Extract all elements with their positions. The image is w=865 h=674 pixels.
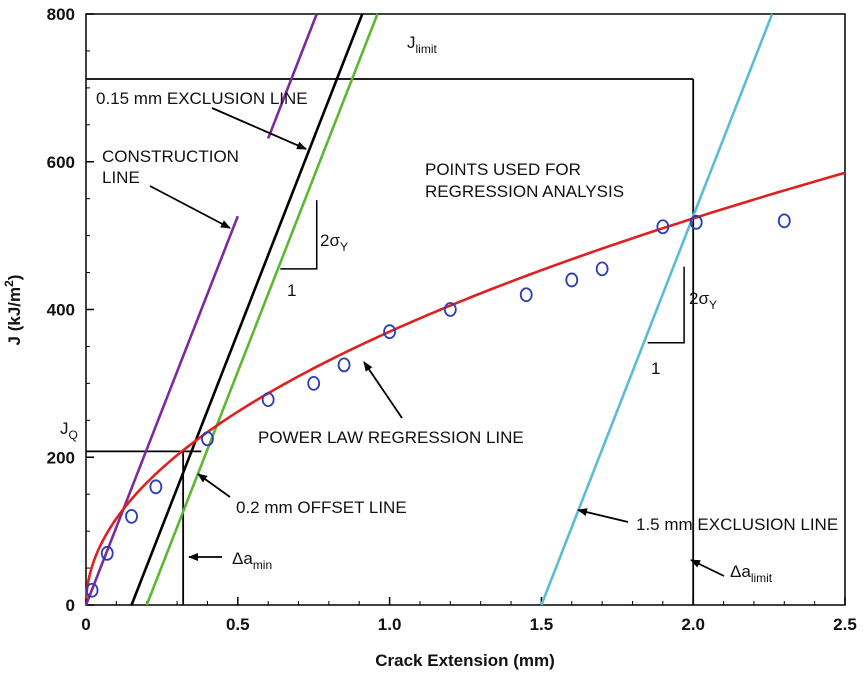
data-point xyxy=(519,287,533,303)
data-point xyxy=(149,479,163,495)
delta-a-limit-sub: limit xyxy=(751,571,773,585)
data-point xyxy=(689,214,703,230)
sigma-sub-right: Y xyxy=(709,298,717,312)
j-limit-sub: limit xyxy=(416,42,438,56)
regression-curve xyxy=(84,171,846,599)
data-point xyxy=(656,219,670,235)
arrow-power-law xyxy=(363,361,403,419)
data-point xyxy=(595,261,609,277)
j-limit-main: J xyxy=(407,33,416,52)
sigma-sub-left: Y xyxy=(340,240,348,254)
data-point xyxy=(100,545,114,561)
y-axis-title-main: J (kJ/m xyxy=(5,287,24,346)
data-points xyxy=(85,213,791,598)
two-sigma-main-left: 2σ xyxy=(320,231,340,250)
exclusion-15-label: 1.5 mm EXCLUSION LINE xyxy=(636,515,838,534)
data-point xyxy=(125,508,138,524)
two-sigma-main-right: 2σ xyxy=(689,289,709,308)
delta-a-limit-label: Δalimit xyxy=(730,562,773,585)
x-tick-label: 1.0 xyxy=(378,615,402,634)
data-point xyxy=(777,213,791,229)
arrow-delta-a-limit xyxy=(690,559,725,577)
one-label-right: 1 xyxy=(651,359,660,378)
line-exclusion-015 xyxy=(130,13,364,606)
y-tick-label: 200 xyxy=(47,448,75,467)
jq-main: J xyxy=(60,419,69,438)
arrow-exclusion-015 xyxy=(211,107,307,150)
line-construction xyxy=(266,13,318,139)
two-sigma-label-left: 2σY xyxy=(320,231,348,254)
jq-sub: Q xyxy=(69,428,78,442)
slope-triangle xyxy=(647,266,685,344)
delta-a-min-main: Δa xyxy=(232,549,253,568)
data-point xyxy=(337,357,351,373)
x-tick-label: 1.5 xyxy=(530,615,554,634)
blunting-lines xyxy=(84,13,774,606)
annotation-arrows xyxy=(149,107,725,577)
exclusion-015-label: 0.15 mm EXCLUSION LINE xyxy=(96,89,308,108)
delta-a-min-label: Δamin xyxy=(232,549,272,572)
data-point xyxy=(261,392,275,408)
tick-labels: 0 0.5 1.0 1.5 2.0 2.5 0 200 400 600 800 xyxy=(47,5,857,634)
power-law-curve xyxy=(84,171,846,599)
x-tick-label: 2.5 xyxy=(833,615,857,634)
data-point xyxy=(85,582,99,598)
j-limit-label: Jlimit xyxy=(407,33,437,56)
y-axis-title: J (kJ/m2) xyxy=(2,275,24,346)
line-construction xyxy=(84,215,240,606)
construction-label-line2: LINE xyxy=(102,168,140,187)
arrow-construction xyxy=(149,185,231,229)
y-tick-label: 0 xyxy=(66,596,75,615)
arrow-exclusion-15 xyxy=(577,508,629,523)
data-point xyxy=(307,375,321,391)
x-tick-label: 0.5 xyxy=(226,615,250,634)
points-used-label-line2: REGRESSION ANALYSIS xyxy=(425,182,624,201)
y-axis-title-sup: 2 xyxy=(2,280,16,287)
x-tick-label: 2.0 xyxy=(681,615,705,634)
two-sigma-label-right: 2σY xyxy=(689,289,717,312)
delta-a-limit-main: Δa xyxy=(730,562,751,581)
slope-triangles xyxy=(280,200,685,344)
points-used-label-line1: POINTS USED FOR xyxy=(425,160,581,179)
jq-label: JQ xyxy=(60,419,78,442)
line-exclusion-15 xyxy=(540,13,774,606)
line-offset-02 xyxy=(145,13,379,606)
data-point xyxy=(201,431,214,447)
arrow-offset-02 xyxy=(197,473,231,498)
slope-triangle xyxy=(280,200,318,270)
y-tick-label: 800 xyxy=(47,5,75,24)
offset-02-label: 0.2 mm OFFSET LINE xyxy=(236,498,407,517)
data-point xyxy=(383,324,397,340)
data-point xyxy=(565,272,579,288)
x-axis-title: Crack Extension (mm) xyxy=(375,651,555,670)
data-point xyxy=(443,302,457,317)
y-tick-label: 600 xyxy=(47,153,75,172)
delta-a-min-sub: min xyxy=(253,558,272,572)
y-tick-label: 400 xyxy=(47,301,75,320)
y-axis-title-tail: ) xyxy=(5,275,24,281)
power-law-label: POWER LAW REGRESSION LINE xyxy=(258,428,524,447)
construction-label-line1: CONSTRUCTION xyxy=(102,147,239,166)
one-label-left: 1 xyxy=(287,281,296,300)
x-tick-label: 0 xyxy=(81,615,90,634)
